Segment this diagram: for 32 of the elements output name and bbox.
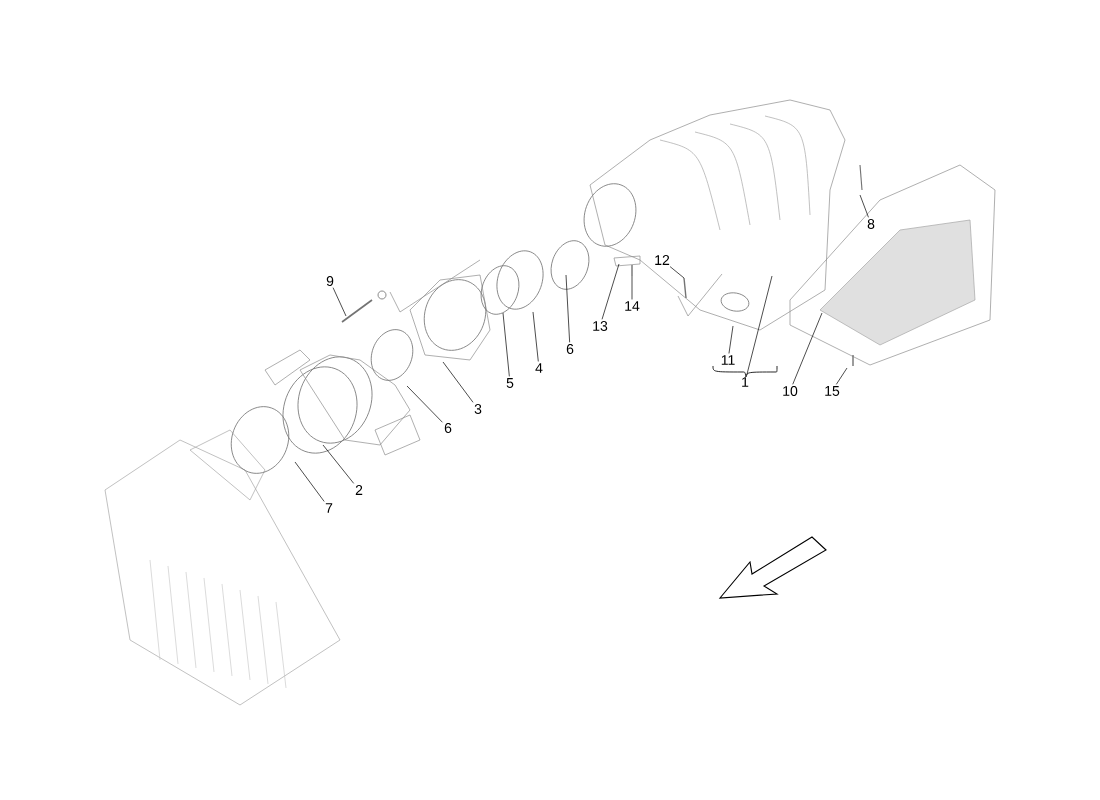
leader-line — [502, 312, 510, 377]
callout-number: 12 — [655, 255, 670, 265]
leader-line — [746, 275, 773, 376]
leader-line — [631, 275, 633, 300]
callout-number: 8 — [867, 219, 875, 229]
callout-number: 10 — [783, 386, 798, 396]
leader-line — [442, 361, 474, 403]
callout-number: 6 — [444, 423, 452, 433]
leader-line — [406, 385, 443, 423]
callout-number: 7 — [325, 503, 333, 513]
callout-number: 3 — [474, 404, 482, 414]
callout-number: 11 — [721, 355, 735, 365]
leader-line — [728, 325, 734, 354]
leader-line — [322, 444, 355, 484]
callout-number: 6 — [566, 344, 574, 354]
callout-number: 14 — [625, 301, 640, 311]
callout-number: 13 — [593, 321, 608, 331]
leader-line — [532, 311, 539, 362]
leader-line — [565, 274, 570, 343]
leader-line — [332, 287, 347, 317]
leader-line — [601, 263, 620, 320]
callout-number: 2 — [355, 485, 363, 495]
leader-line — [859, 194, 869, 218]
callout-number: 5 — [506, 378, 514, 388]
leader-line — [835, 367, 848, 385]
callout-number: 4 — [535, 363, 543, 373]
leader-line — [669, 266, 685, 279]
callout-number: 1 — [742, 377, 749, 387]
leader-line — [294, 461, 325, 502]
leader-line — [792, 312, 823, 385]
callout-number: 9 — [326, 276, 334, 286]
callout-number: 15 — [825, 386, 840, 396]
